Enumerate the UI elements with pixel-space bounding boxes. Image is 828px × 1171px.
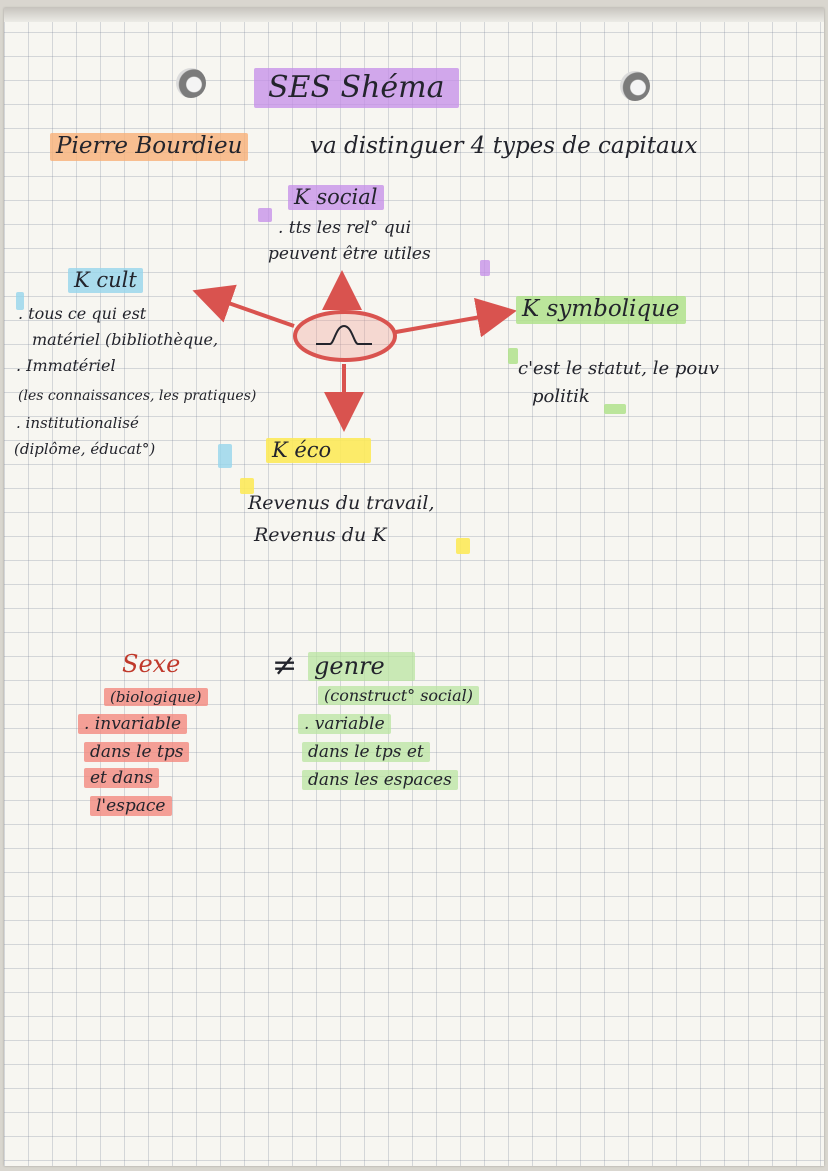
k-social-title: K social	[288, 185, 384, 211]
sexe-title: Sexe	[122, 650, 181, 678]
k-symbolique-title: K symbolique	[516, 296, 686, 324]
genre-line-2: . variable	[298, 714, 391, 735]
notebook-page: SES Shéma Pierre Bourdieu va distinguer …	[4, 8, 824, 1166]
sexe-line-5: l'espace	[90, 796, 172, 817]
punch-hole-right	[620, 71, 650, 101]
center-ellipse	[293, 310, 397, 362]
arrow-to-k-symbolique	[395, 297, 517, 338]
yellow-mark	[240, 478, 254, 494]
sexe-line-1: (biologique)	[104, 688, 208, 706]
page-title: SES Shéma	[254, 68, 459, 108]
k-cult-title: K cult	[68, 268, 143, 294]
page-top-edge	[4, 8, 824, 22]
k-symbolique-desc-2: politik	[532, 386, 590, 407]
purple-mark	[258, 208, 272, 222]
k-symbolique-desc-1: c'est le statut, le pouv	[518, 358, 719, 379]
intro-text: va distinguer 4 types de capitaux	[310, 133, 698, 159]
k-eco-desc-1: Revenus du travail,	[248, 492, 435, 514]
k-cult-line-3: . Immatériel	[16, 356, 116, 375]
purple-mark	[480, 260, 490, 276]
capital-diagram	[192, 270, 517, 432]
k-eco-desc-2: Revenus du K	[254, 524, 387, 546]
k-cult-line-6: (diplôme, éducat°)	[14, 440, 156, 458]
k-social-desc-2: peuvent être utiles	[268, 244, 431, 264]
bell-curve-icon	[316, 324, 372, 345]
genre-line-1: (construct° social)	[318, 686, 480, 706]
yellow-mark	[456, 538, 470, 554]
not-equal-symbol: ≠	[272, 648, 298, 683]
k-eco-title: K éco	[266, 438, 372, 464]
green-mark	[508, 348, 518, 364]
intro-author: Pierre Bourdieu	[50, 133, 249, 161]
green-mark	[604, 404, 626, 414]
genre-title: genre	[308, 652, 415, 681]
k-cult-line-2: matériel (bibliothèque,	[32, 330, 219, 349]
k-cult-line-4: (les connaissances, les pratiques)	[18, 388, 257, 404]
genre-line-3: dans le tps et	[302, 742, 430, 763]
sexe-line-4: et dans	[84, 768, 159, 789]
sexe-line-3: dans le tps	[84, 742, 190, 763]
k-cult-line-1: . tous ce qui est	[18, 304, 147, 323]
blue-mark	[16, 292, 24, 310]
k-social-desc-1: . tts les rel° qui	[278, 218, 412, 238]
diagram-arrows	[192, 270, 517, 432]
k-cult-line-5: . institutionalisé	[16, 414, 139, 432]
arrow-to-k-cult	[192, 284, 295, 328]
blue-mark	[218, 444, 232, 468]
genre-line-4: dans les espaces	[302, 770, 458, 791]
sexe-line-2: . invariable	[78, 714, 188, 735]
punch-hole-left	[176, 68, 206, 98]
